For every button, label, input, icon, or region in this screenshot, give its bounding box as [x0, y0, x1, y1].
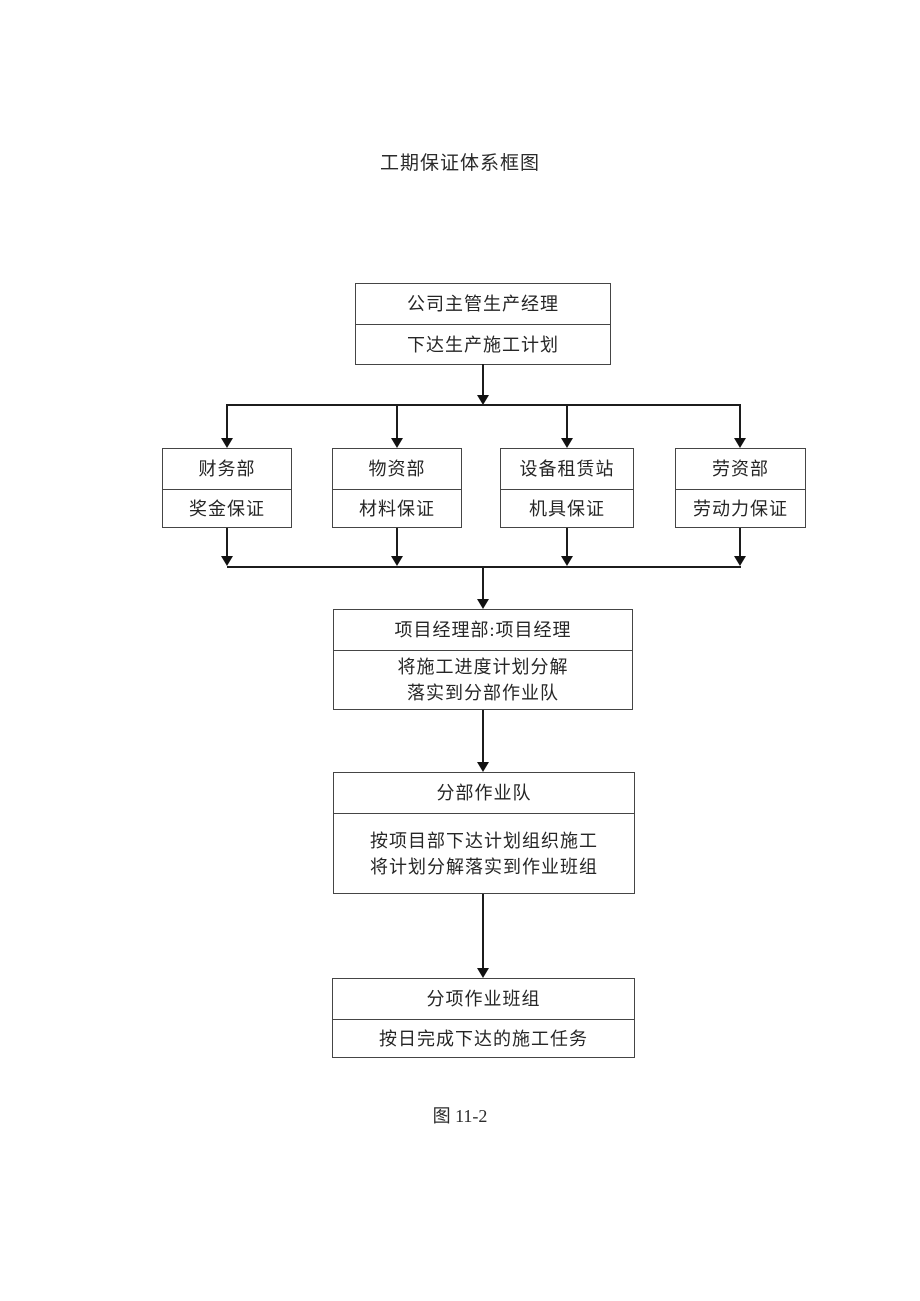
arrow-down-head	[391, 556, 403, 566]
dept-guarantee: 材料保证	[359, 498, 435, 519]
arrow-down-head	[734, 438, 746, 448]
division-box-row1: 分部作业队	[334, 773, 634, 814]
dept-name: 设备租赁站	[501, 449, 633, 490]
arrow-down-head	[221, 556, 233, 566]
connector-vline	[739, 404, 741, 438]
arrow-down-head	[477, 762, 489, 772]
division-box-row2-text: 按项目部下达计划组织施工 将计划分解落实到作业班组	[370, 828, 598, 880]
connector-hline-lower	[227, 566, 741, 568]
arrow-down-head	[561, 556, 573, 566]
project-box-row1: 项目经理部:项目经理	[334, 610, 632, 651]
dept-box-labor: 劳资部 劳动力保证	[675, 448, 806, 528]
connector-vline	[566, 404, 568, 438]
connector-vline	[482, 566, 484, 599]
project-box-row2: 将施工进度计划分解 落实到分部作业队	[334, 651, 632, 709]
connector-vline	[566, 528, 568, 556]
top-box-company-manager: 公司主管生产经理 下达生产施工计划	[355, 283, 611, 365]
connector-vline	[739, 528, 741, 556]
arrow-down-head	[477, 599, 489, 609]
division-box-row2-line1: 按项目部下达计划组织施工	[370, 830, 598, 851]
page-title: 工期保证体系框图	[379, 153, 540, 174]
division-team-box: 分部作业队 按项目部下达计划组织施工 将计划分解落实到作业班组	[333, 772, 635, 894]
project-manager-box: 项目经理部:项目经理 将施工进度计划分解 落实到分部作业队	[333, 609, 633, 710]
dept-box-finance: 财务部 奖金保证	[162, 448, 292, 528]
top-box-row2: 下达生产施工计划	[407, 334, 559, 355]
dept-name: 劳资部	[676, 449, 805, 490]
arrow-down-head	[561, 438, 573, 448]
dept-name: 财务部	[163, 449, 291, 490]
connector-vline	[226, 404, 228, 438]
crew-box-row2: 按日完成下达的施工任务	[379, 1028, 588, 1049]
dept-box-equipment-rental: 设备租赁站 机具保证	[500, 448, 634, 528]
connector-vline	[226, 528, 228, 556]
connector-vline	[396, 528, 398, 556]
dept-box-materials: 物资部 材料保证	[332, 448, 462, 528]
dept-guarantee: 奖金保证	[189, 498, 265, 519]
dept-name: 物资部	[333, 449, 461, 490]
connector-vline	[482, 364, 484, 395]
arrow-down-head	[391, 438, 403, 448]
arrow-down-head	[221, 438, 233, 448]
project-box-row2-text: 将施工进度计划分解 落实到分部作业队	[398, 654, 569, 706]
project-box-row2-line1: 将施工进度计划分解	[397, 657, 569, 677]
arrow-down-head	[477, 968, 489, 978]
dept-guarantee: 机具保证	[529, 498, 605, 519]
connector-vline	[396, 404, 398, 438]
dept-guarantee: 劳动力保证	[693, 498, 788, 519]
connector-vline	[482, 710, 484, 762]
project-box-row2-line2: 落实到分部作业队	[407, 683, 559, 703]
top-box-row1: 公司主管生产经理	[356, 284, 610, 325]
division-box-row2: 按项目部下达计划组织施工 将计划分解落实到作业班组	[334, 814, 634, 893]
arrow-down-head	[477, 395, 489, 405]
figure-caption: 图 11-2	[432, 1106, 488, 1126]
arrow-down-head	[734, 556, 746, 566]
work-crew-box: 分项作业班组 按日完成下达的施工任务	[332, 978, 635, 1058]
connector-vline	[482, 894, 484, 968]
division-box-row2-line2: 将计划分解落实到作业班组	[370, 856, 598, 877]
crew-box-row1: 分项作业班组	[333, 979, 634, 1020]
connector-hline-upper	[227, 404, 741, 406]
